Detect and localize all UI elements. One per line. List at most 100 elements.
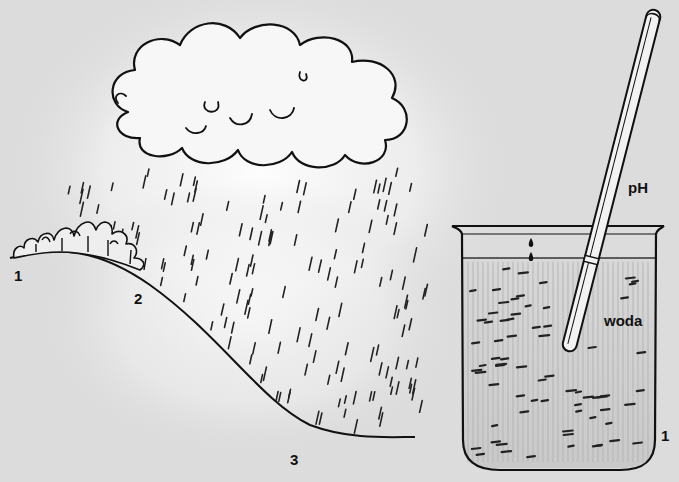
hatch-line (483, 262, 484, 462)
raindrop (197, 223, 199, 234)
raindrop (378, 184, 380, 193)
hatch-line (543, 262, 544, 462)
raindrop (316, 411, 319, 424)
raindrop (386, 216, 388, 225)
raindrop (334, 250, 336, 259)
water-dash (508, 336, 516, 337)
raindrop (228, 337, 231, 349)
raindrop (143, 176, 146, 188)
water-dash (575, 404, 581, 405)
raindrop (423, 289, 425, 299)
raindrop (111, 183, 113, 190)
raindrop (336, 361, 339, 373)
water-dash (520, 411, 528, 412)
water-dash (527, 456, 535, 457)
beaker-rim (452, 225, 664, 227)
water-dash (626, 278, 635, 279)
raindrop (373, 392, 375, 400)
raindrop (341, 368, 344, 381)
water-dash (637, 390, 644, 391)
raindrop (335, 277, 337, 287)
raindrop (247, 265, 250, 276)
water-dash (485, 322, 492, 323)
hatch-line (628, 262, 629, 462)
hatch-line (638, 262, 639, 462)
hatch-line (573, 262, 574, 462)
raindrop (379, 363, 382, 375)
raindrop (269, 320, 272, 334)
raindrop (227, 202, 229, 211)
hatch-line (608, 262, 609, 462)
raindrop (278, 342, 280, 353)
raindrop (377, 345, 379, 355)
raindrop (232, 322, 234, 333)
raindrop (249, 294, 251, 304)
raindrop (396, 382, 399, 394)
raindrop (345, 343, 348, 355)
raindrop (253, 343, 255, 354)
raindrop (80, 202, 83, 216)
hatch-line (528, 262, 529, 462)
raindrop (188, 193, 190, 202)
raindrop (309, 257, 312, 270)
raindrop (88, 186, 91, 198)
raindrop (409, 319, 412, 330)
hatch-line (648, 262, 649, 462)
raindrop (250, 228, 253, 240)
hatch-line (533, 262, 534, 462)
water-dash (540, 282, 547, 283)
raindrop (339, 303, 342, 316)
water-dash (539, 380, 546, 381)
raindrop (97, 205, 99, 213)
raindrop (304, 183, 307, 195)
hatch-line (518, 262, 519, 462)
cloud (113, 23, 407, 167)
raindrop (413, 380, 416, 394)
water-dash (499, 302, 508, 303)
raindrop (162, 259, 164, 269)
raindrop (248, 308, 250, 318)
hatch-line (643, 262, 644, 462)
callout-number: 1 (661, 428, 669, 443)
raindrop (297, 328, 300, 342)
raindrop (283, 287, 285, 298)
water-dash (545, 376, 553, 377)
hatch-line (513, 262, 514, 462)
raindrop (221, 304, 224, 315)
hatch-line (618, 262, 619, 462)
water-dash (480, 365, 486, 366)
raindrop (384, 201, 386, 211)
raindrop (386, 367, 388, 378)
water-dash (501, 320, 509, 321)
raindrop (263, 196, 265, 203)
raindrop (184, 246, 186, 256)
raindrop (336, 219, 339, 232)
water-dash (472, 342, 479, 343)
water-dash (564, 434, 573, 435)
raindrop (420, 401, 423, 413)
hatch-line (498, 262, 499, 462)
water-dash (502, 451, 511, 452)
raindrop (265, 215, 267, 223)
water (463, 258, 655, 468)
water-dash (492, 441, 500, 442)
raindrop (383, 178, 386, 191)
water-dash (610, 440, 619, 441)
beaker (452, 226, 664, 470)
raindrop (402, 325, 405, 336)
raindrop (363, 243, 365, 252)
raindrop (161, 278, 163, 286)
water-dash (517, 366, 526, 367)
raindrop (374, 180, 377, 192)
raindrop (370, 392, 372, 401)
raindrop (405, 295, 408, 308)
raindrop (391, 387, 393, 394)
water-dash (637, 352, 645, 353)
water-dash (477, 454, 484, 455)
raindrop (390, 270, 392, 279)
water-dash (478, 320, 486, 321)
water-dash (601, 409, 609, 410)
water-surface (463, 257, 655, 258)
water-dash (630, 283, 636, 284)
